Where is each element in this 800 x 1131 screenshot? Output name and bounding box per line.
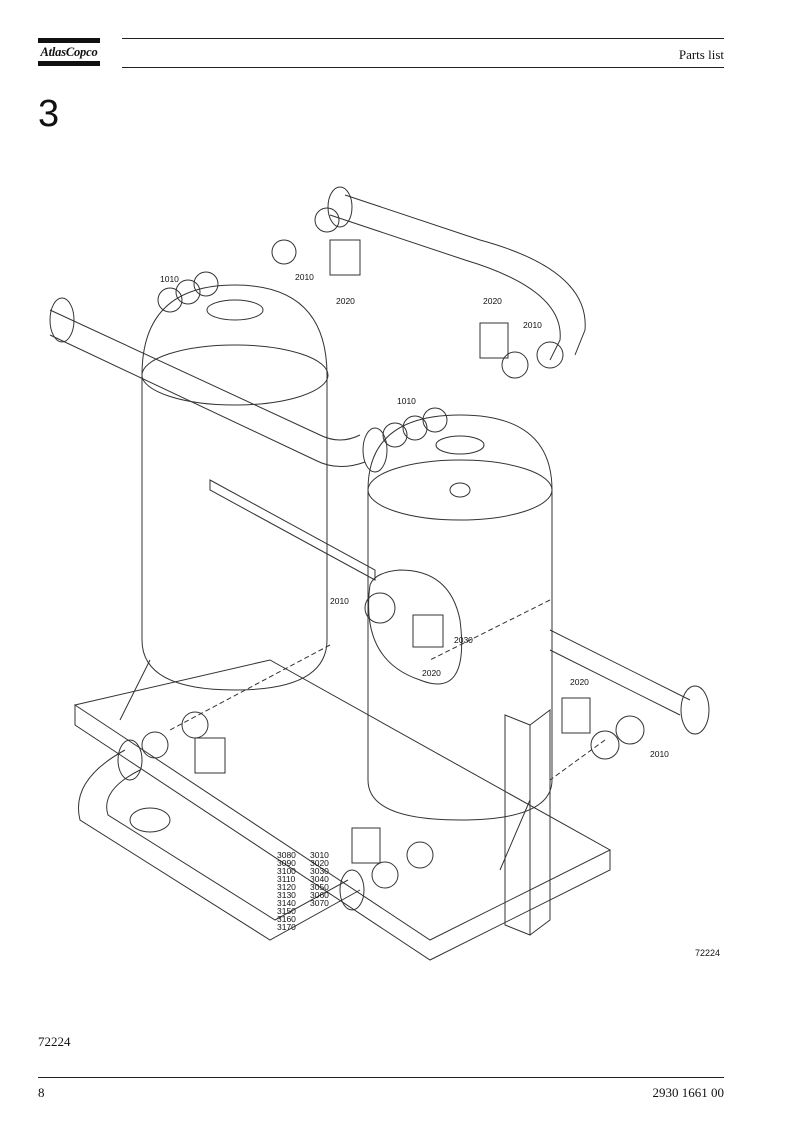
header-rule-bottom <box>122 67 724 68</box>
top-pipe-upper <box>344 194 586 356</box>
left-pipe-flange <box>49 297 75 343</box>
figure-id: 72224 <box>695 948 721 958</box>
callout-3080: 3080 <box>277 850 296 860</box>
right-vessel-head <box>367 459 553 521</box>
logo-bar-bottom <box>38 61 100 66</box>
gasket-ring <box>536 341 564 369</box>
right-vessel-dome <box>367 414 553 491</box>
callout-3030: 3030 <box>310 866 329 876</box>
dryer-assembly-drawing: 1010 2010 2020 2020 2010 1010 2010 2030 … <box>49 186 710 961</box>
callout-3120: 3120 <box>277 882 296 892</box>
logo-text: AtlasCopco <box>40 45 98 59</box>
callout-1010: 1010 <box>397 396 416 406</box>
right-vessel-fitting <box>449 482 471 498</box>
gasket-ring <box>501 351 529 379</box>
left-vessel-body <box>141 375 328 691</box>
valve-actuator <box>412 614 444 648</box>
header-title: Parts list <box>678 47 724 62</box>
center-pipe-flange <box>362 427 388 473</box>
gasket-ring <box>402 415 428 441</box>
gasket-ring <box>422 407 448 433</box>
frame-leg <box>119 659 531 871</box>
valve-actuator <box>561 697 591 734</box>
lower-pipe-flange-right <box>339 869 365 911</box>
atlas-copco-logo: AtlasCopco <box>38 38 100 66</box>
callout-2010: 2010 <box>295 272 314 282</box>
callout-2020: 2020 <box>422 668 441 678</box>
valve-actuator <box>351 827 381 864</box>
callout-3060: 3060 <box>310 890 329 900</box>
top-pipe-flange <box>327 186 353 228</box>
lower-pipe-lower <box>106 769 349 921</box>
gasket-ring <box>271 239 297 265</box>
lower-pipe-upper <box>78 749 361 941</box>
callout-2020: 2020 <box>336 296 355 306</box>
header-rule-top <box>122 38 724 39</box>
callout-3010: 3010 <box>310 850 329 860</box>
right-lower-flange <box>680 685 710 735</box>
callout-3070: 3070 <box>310 898 329 908</box>
top-pipe-lower <box>329 214 561 361</box>
gasket-ring <box>364 592 396 624</box>
gasket-ring <box>590 730 620 760</box>
cross-brace <box>209 479 376 581</box>
document-number: 2930 1661 00 <box>652 1085 725 1100</box>
right-lower-pipe <box>549 629 691 716</box>
callout-3020: 3020 <box>310 858 329 868</box>
figure-caption: 72224 <box>38 1034 71 1049</box>
callout-1010: 1010 <box>160 274 179 284</box>
exploded-view-drawing: 1010 2010 2020 2020 2010 1010 2010 2030 … <box>30 180 770 970</box>
support-column <box>504 709 551 936</box>
callout-3090: 3090 <box>277 858 296 868</box>
callout-3150: 3150 <box>277 906 296 916</box>
lower-pipe-outlet <box>129 807 171 833</box>
left-vessel-dome <box>141 284 328 376</box>
gasket-ring <box>181 711 209 739</box>
gasket-ring <box>157 287 183 313</box>
footer-rule <box>38 1077 724 1078</box>
section-number: 3 <box>38 93 60 135</box>
valve-actuator <box>479 322 509 359</box>
callout-3130: 3130 <box>277 890 296 900</box>
callout-3170: 3170 <box>277 922 296 932</box>
left-diagonal-pipe-lower <box>49 334 366 467</box>
gasket-ring <box>406 841 434 869</box>
gasket-ring <box>314 207 340 233</box>
left-vessel-port <box>206 299 264 321</box>
logo-bar-top <box>38 38 100 43</box>
callout-3110: 3110 <box>277 874 296 884</box>
center-line <box>169 599 606 781</box>
valve-actuator <box>194 737 226 774</box>
callout-3160: 3160 <box>277 914 296 924</box>
callout-2010: 2010 <box>523 320 542 330</box>
callout-labels: 1010 2010 2020 2020 2010 1010 2010 2030 … <box>160 272 669 932</box>
callout-2020: 2020 <box>570 677 589 687</box>
lower-pipe-flange <box>117 739 143 781</box>
callout-2010: 2010 <box>330 596 349 606</box>
callout-2020: 2020 <box>483 296 502 306</box>
gasket-ring <box>371 861 399 889</box>
callout-2030: 2030 <box>454 635 473 645</box>
gasket-ring <box>193 271 219 297</box>
base-frame-side <box>74 705 611 961</box>
right-vessel-port <box>435 435 485 455</box>
callout-2010: 2010 <box>650 749 669 759</box>
gasket-ring <box>141 731 169 759</box>
left-diagonal-pipe-upper <box>49 309 361 441</box>
detail-outline <box>368 569 463 685</box>
gasket-ring <box>615 715 645 745</box>
callout-3100: 3100 <box>277 866 296 876</box>
valve-actuator <box>329 239 361 276</box>
callout-3140: 3140 <box>277 898 296 908</box>
callout-3050: 3050 <box>310 882 329 892</box>
page-number: 8 <box>38 1085 45 1100</box>
gasket-ring <box>175 279 201 305</box>
right-vessel-body <box>367 490 553 821</box>
gasket-ring <box>382 422 408 448</box>
callout-3040: 3040 <box>310 874 329 884</box>
